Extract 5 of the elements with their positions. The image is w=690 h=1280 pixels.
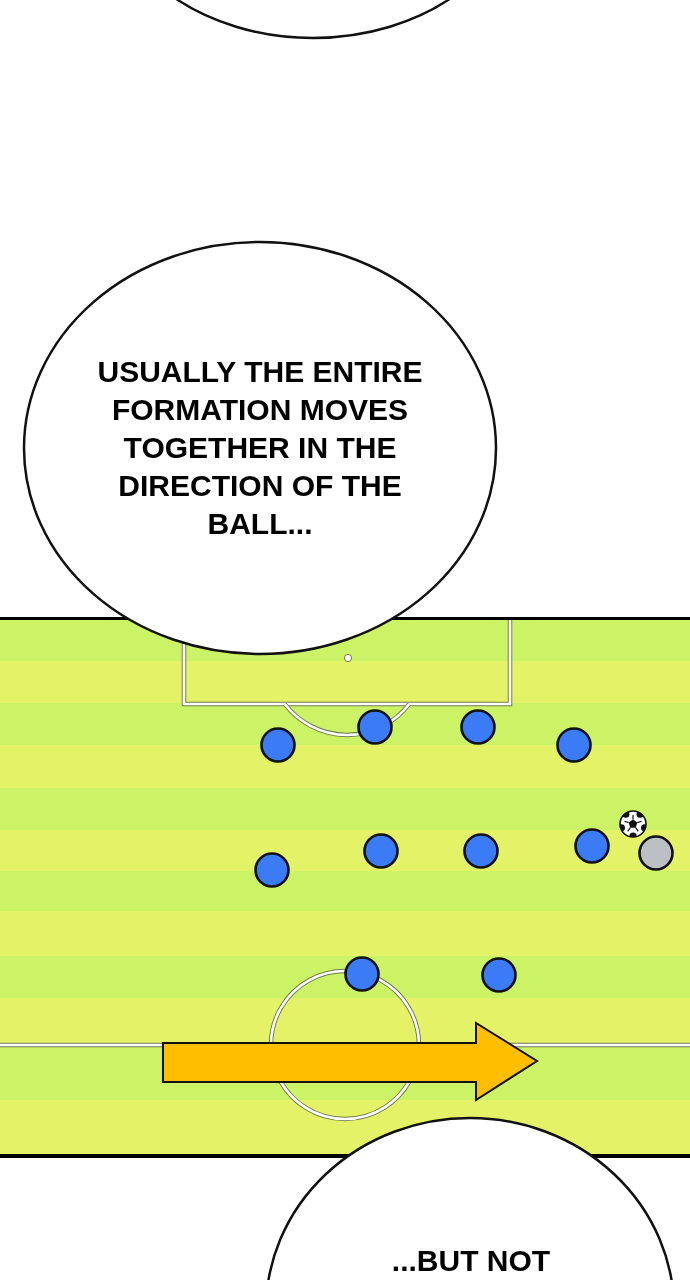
speech-bubble	[22, 240, 498, 656]
speech-bubble	[176, 0, 450, 40]
bubble-text: USUALLY THE ENTIRE FORMATION MOVES TOGETHER IN THE DIRECTION OF THE BALL...	[96, 354, 424, 542]
speech-bubble	[266, 1116, 676, 1280]
bubble-text: ...BUT NOT	[391, 1243, 551, 1279]
